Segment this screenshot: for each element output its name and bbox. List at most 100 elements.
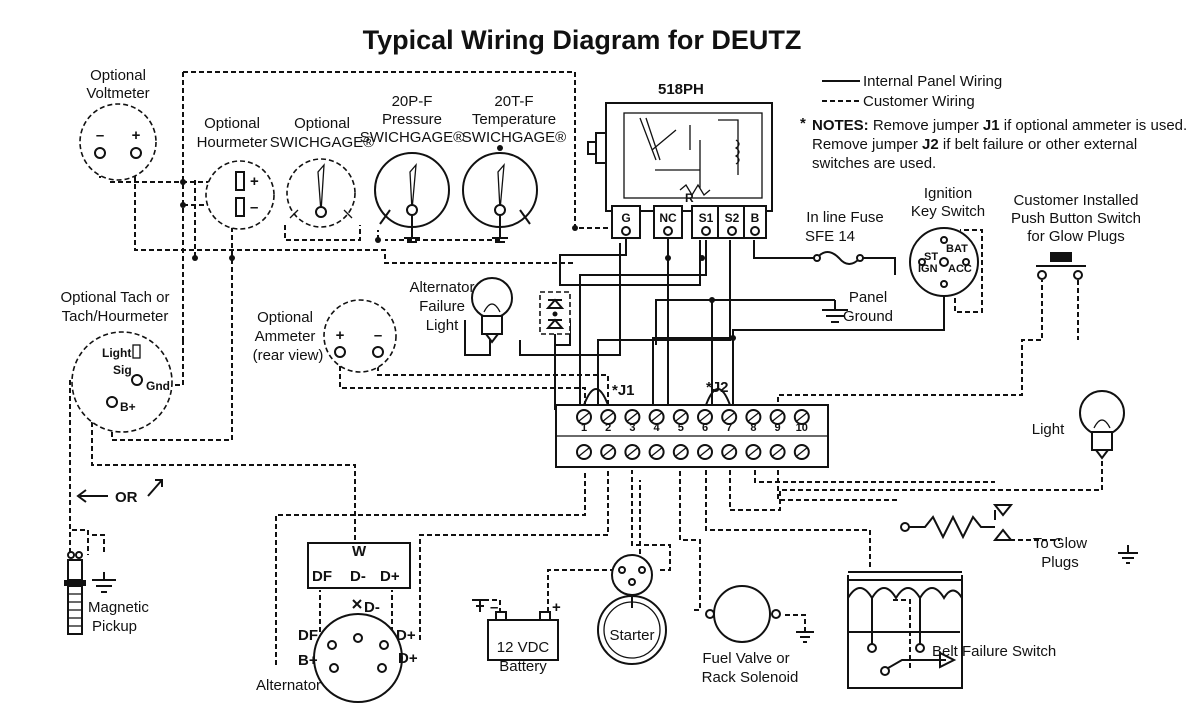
or-indicator: OR [76,479,163,506]
hourmeter-minus: – [250,199,258,216]
battery-minus: – [490,599,498,616]
controller-resistor-label: R [685,191,694,205]
optional-swichgage: Optional SWICHGAGE® [270,115,374,228]
pushbutton-label-1: Customer Installed [1013,192,1138,209]
alternator-dplus: D+ [380,568,400,585]
ignition-st: ST [924,251,938,263]
notes-star: * [800,115,806,132]
ammeter-label-1: Optional [257,309,313,326]
strip-terminal-label: 1 [581,422,587,434]
legend-internal-label: Internal Panel Wiring [863,73,1002,90]
pressure-label-2: Pressure [382,111,442,128]
temperature-swichgage: 20T-F Temperature SWICHGAGE® [462,93,566,243]
strip-terminal-label: 5 [678,422,684,434]
tach-label-2: Tach/Hourmeter [62,308,169,325]
pressure-label-1: 20P-F [392,93,433,110]
strip-terminal-label: 6 [702,422,708,434]
panel-ground-label-1: Panel [849,289,887,306]
battery-label-1: 12 VDC [497,639,550,656]
customer-wiring [69,71,1103,670]
light-label: Light [1032,421,1065,438]
glow-label-1: To Glow [1033,535,1087,552]
starter-label: Starter [609,627,654,644]
tach-label-1: Optional Tach or [61,289,170,306]
push-button-switch: Customer Installed Push Button Switch fo… [1011,192,1141,280]
strip-terminal-label: 2 [605,422,611,434]
terminal-label: S1 [699,211,714,225]
voltmeter-minus: – [96,127,104,144]
ammeter-plus: + [336,327,345,344]
pushbutton-label-2: Push Button Switch [1011,210,1141,227]
controller-518ph: 518PH R G NC S1 S2 B [587,81,773,239]
ignition-label-2: Key Switch [911,203,985,220]
notes-line-2: Remove jumper J2 if belt failure or othe… [812,136,1137,153]
ammeter-label-3: (rear view) [253,347,324,364]
terminal-label: G [621,211,630,225]
legend: Internal Panel Wiring Customer Wiring * … [800,73,1187,172]
swichgage-opt-label-1: Optional [294,115,350,132]
indicator-light: Light [1032,390,1125,460]
pressure-label-3: SWICHGAGE® [360,129,464,146]
fuse-label-1: In line Fuse [806,209,884,226]
glow-plugs: To Glow Plugs [900,504,1138,571]
starter: Starter [597,554,667,665]
fuel-valve: Fuel Valve or Rack Solenoid [702,585,814,686]
temperature-label-2: Temperature [472,111,556,128]
alt-light-label-3: Light [426,317,459,334]
controller-terminals: G NC S1 S2 B [611,205,767,239]
pickup-label-1: Magnetic [88,599,149,616]
optional-tach: Optional Tach or Tach/Hourmeter Light Si… [61,289,173,433]
belt-label: Belt Failure Switch [932,643,1056,660]
ignition-label-1: Ignition [924,185,972,202]
alternator-dplus-terminal: D+ [396,627,416,644]
ammeter-label-2: Ammeter [255,328,316,345]
terminal-b [743,205,767,239]
pickup-label-2: Pickup [92,618,137,635]
panel-ground-label-2: Ground [843,308,893,325]
controller-name: 518PH [658,81,704,98]
tach-gnd: Gnd [146,379,170,393]
alternator: W DF D- D+ D- DF D+ B+ D+ Alternator [256,542,418,703]
pressure-swichgage: 20P-F Pressure SWICHGAGE® [360,93,464,243]
strip-terminal-label: 9 [775,422,781,434]
fuse-label-2: SFE 14 [805,228,855,245]
optional-voltmeter: Optional Voltmeter – + [79,67,157,181]
tach-sig: Sig [113,363,132,377]
temperature-label-3: SWICHGAGE® [462,129,566,146]
strip-terminal-label: 8 [750,422,756,434]
hourmeter-plus: + [250,173,259,190]
jumper-j1-label: *J1 [612,382,635,399]
strip-terminal-label: 3 [629,422,635,434]
magnetic-pickup: Magnetic Pickup [64,551,149,635]
tach-light: Light [102,346,131,360]
alternator-dminus: D- [350,568,366,585]
voltmeter-label-2: Voltmeter [86,85,149,102]
terminal-strip: *J1 *J2 1 2 3 4 5 6 7 8 9 10 [555,379,829,468]
strip-terminal-label: 4 [654,422,661,434]
alternator-xdminus: D- [364,599,380,616]
alternator-bplus-terminal: B+ [298,652,318,669]
fuel-label-2: Rack Solenoid [702,669,799,686]
notes-line-1: NOTES: Remove jumper J1 if optional amme… [812,117,1187,134]
or-label: OR [115,489,138,506]
junction-dots [180,179,736,341]
tach-bplus: B+ [120,400,136,414]
alt-light-label-1: Alternator [409,279,474,296]
alternator-df: DF [312,568,332,585]
temperature-label-1: 20T-F [494,93,533,110]
notes-line-3: switches are used. [812,155,936,172]
swichgage-opt-label-2: SWICHGAGE® [270,134,374,151]
hourmeter-label-2: Hourmeter [197,134,268,151]
pushbutton-label-3: for Glow Plugs [1027,228,1125,245]
alt-light-label-2: Failure [419,298,465,315]
ignition-key-switch: Ignition Key Switch BAT ST IGN ACC [909,185,985,297]
legend-customer-label: Customer Wiring [863,93,975,110]
battery-plus: + [552,599,561,616]
strip-terminal-label: 10 [796,422,808,434]
strip-terminal-label: 7 [726,422,732,434]
jumper-j2-label: *J2 [706,379,729,396]
ammeter-minus: – [374,327,382,344]
optional-ammeter: Optional Ammeter (rear view) + – [253,299,397,373]
ignition-bat: BAT [946,243,968,255]
